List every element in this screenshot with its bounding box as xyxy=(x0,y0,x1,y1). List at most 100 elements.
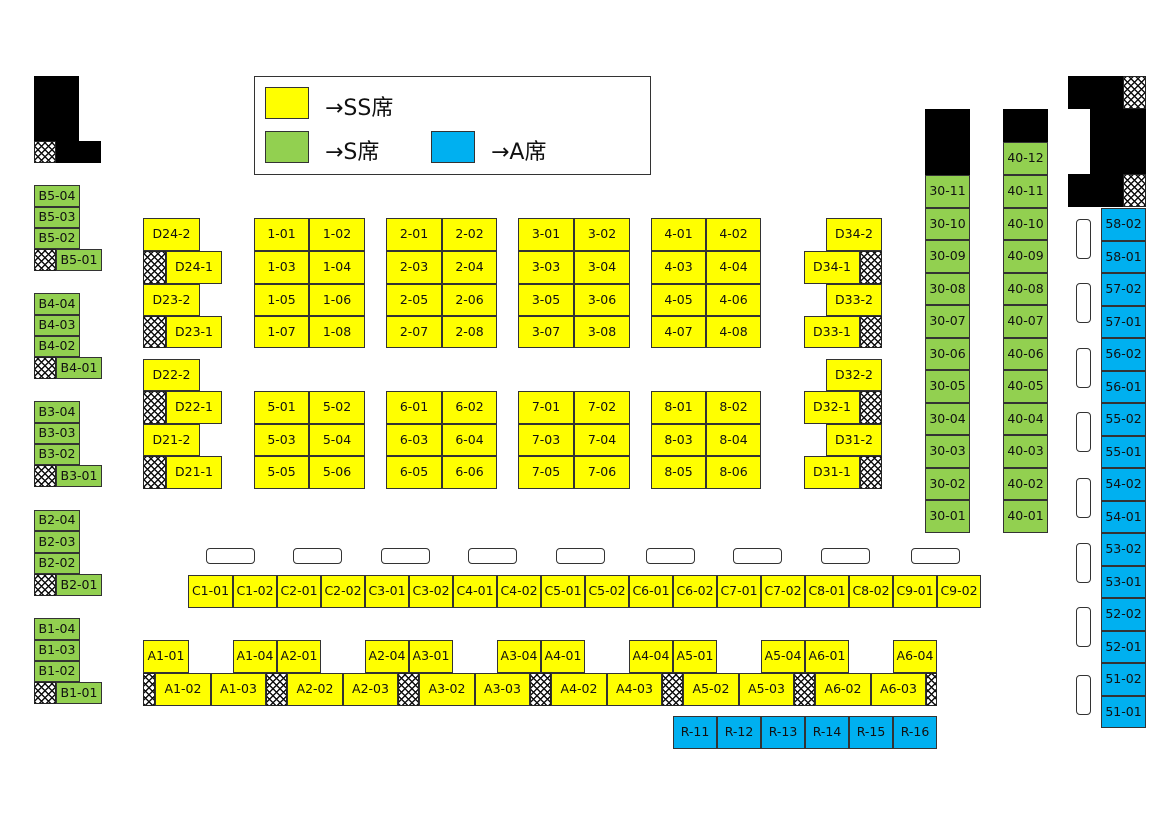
seat-a5-02[interactable]: A5-02 xyxy=(683,673,739,706)
seat-c8-02[interactable]: C8-02 xyxy=(849,575,893,608)
seat-r-14[interactable]: R-14 xyxy=(805,716,849,749)
seat-3-03[interactable]: 3-03 xyxy=(518,251,574,284)
seat-a1-04[interactable]: A1-04 xyxy=(233,640,277,673)
seat-d24-1[interactable]: D24-1 xyxy=(166,251,222,284)
seat-a5-03[interactable]: A5-03 xyxy=(739,673,794,706)
seat-c3-02[interactable]: C3-02 xyxy=(409,575,453,608)
seat-40-10[interactable]: 40-10 xyxy=(1003,208,1048,240)
seat-c1-01[interactable]: C1-01 xyxy=(188,575,233,608)
seat-30-04[interactable]: 30-04 xyxy=(925,403,970,435)
seat-1-04[interactable]: 1-04 xyxy=(309,251,365,284)
seat-7-01[interactable]: 7-01 xyxy=(518,391,574,424)
seat-3-07[interactable]: 3-07 xyxy=(518,316,574,348)
seat-d34-1[interactable]: D34-1 xyxy=(804,251,860,284)
seat-3-06[interactable]: 3-06 xyxy=(574,284,630,316)
seat-30-10[interactable]: 30-10 xyxy=(925,208,970,240)
seat-30-11[interactable]: 30-11 xyxy=(925,175,970,208)
seat-1-06[interactable]: 1-06 xyxy=(309,284,365,316)
seat-a3-03[interactable]: A3-03 xyxy=(475,673,530,706)
seat-6-02[interactable]: 6-02 xyxy=(442,391,497,424)
seat-30-08[interactable]: 30-08 xyxy=(925,273,970,305)
seat-b4-01[interactable]: B4-01 xyxy=(56,357,102,379)
seat-c4-02[interactable]: C4-02 xyxy=(497,575,541,608)
seat-4-04[interactable]: 4-04 xyxy=(706,251,761,284)
seat-b1-03[interactable]: B1-03 xyxy=(34,640,80,661)
seat-c6-02[interactable]: C6-02 xyxy=(673,575,717,608)
seat-a1-03[interactable]: A1-03 xyxy=(211,673,266,706)
seat-40-04[interactable]: 40-04 xyxy=(1003,403,1048,435)
seat-30-06[interactable]: 30-06 xyxy=(925,338,970,370)
seat-b2-02[interactable]: B2-02 xyxy=(34,553,80,574)
seat-56-02[interactable]: 56-02 xyxy=(1101,338,1146,371)
seat-51-01[interactable]: 51-01 xyxy=(1101,696,1146,728)
seat-6-04[interactable]: 6-04 xyxy=(442,424,497,456)
seat-c9-02[interactable]: C9-02 xyxy=(937,575,981,608)
seat-2-06[interactable]: 2-06 xyxy=(442,284,497,316)
seat-2-07[interactable]: 2-07 xyxy=(386,316,442,348)
seat-5-06[interactable]: 5-06 xyxy=(309,456,365,489)
seat-4-08[interactable]: 4-08 xyxy=(706,316,761,348)
seat-58-01[interactable]: 58-01 xyxy=(1101,241,1146,273)
seat-30-05[interactable]: 30-05 xyxy=(925,370,970,403)
seat-b5-03[interactable]: B5-03 xyxy=(34,207,80,228)
seat-c9-01[interactable]: C9-01 xyxy=(893,575,937,608)
seat-30-03[interactable]: 30-03 xyxy=(925,435,970,468)
seat-d22-2[interactable]: D22-2 xyxy=(143,359,200,391)
seat-55-02[interactable]: 55-02 xyxy=(1101,403,1146,436)
seat-7-03[interactable]: 7-03 xyxy=(518,424,574,456)
seat-3-04[interactable]: 3-04 xyxy=(574,251,630,284)
seat-a6-02[interactable]: A6-02 xyxy=(815,673,871,706)
seat-c8-01[interactable]: C8-01 xyxy=(805,575,849,608)
seat-5-02[interactable]: 5-02 xyxy=(309,391,365,424)
seat-7-02[interactable]: 7-02 xyxy=(574,391,630,424)
seat-40-08[interactable]: 40-08 xyxy=(1003,273,1048,305)
seat-d32-1[interactable]: D32-1 xyxy=(804,391,860,424)
seat-2-01[interactable]: 2-01 xyxy=(386,218,442,251)
seat-57-02[interactable]: 57-02 xyxy=(1101,273,1146,306)
seat-40-11[interactable]: 40-11 xyxy=(1003,175,1048,208)
seat-c5-01[interactable]: C5-01 xyxy=(541,575,585,608)
seat-2-04[interactable]: 2-04 xyxy=(442,251,497,284)
seat-b5-04[interactable]: B5-04 xyxy=(34,185,80,207)
seat-8-05[interactable]: 8-05 xyxy=(651,456,706,489)
seat-c2-01[interactable]: C2-01 xyxy=(277,575,321,608)
seat-6-06[interactable]: 6-06 xyxy=(442,456,497,489)
seat-5-03[interactable]: 5-03 xyxy=(254,424,309,456)
seat-d33-2[interactable]: D33-2 xyxy=(826,284,882,316)
seat-4-06[interactable]: 4-06 xyxy=(706,284,761,316)
seat-b2-03[interactable]: B2-03 xyxy=(34,531,80,553)
seat-3-02[interactable]: 3-02 xyxy=(574,218,630,251)
seat-5-04[interactable]: 5-04 xyxy=(309,424,365,456)
seat-7-04[interactable]: 7-04 xyxy=(574,424,630,456)
seat-1-01[interactable]: 1-01 xyxy=(254,218,309,251)
seat-a1-02[interactable]: A1-02 xyxy=(155,673,211,706)
seat-4-01[interactable]: 4-01 xyxy=(651,218,706,251)
seat-1-05[interactable]: 1-05 xyxy=(254,284,309,316)
seat-b5-02[interactable]: B5-02 xyxy=(34,228,80,249)
seat-c2-02[interactable]: C2-02 xyxy=(321,575,365,608)
seat-40-02[interactable]: 40-02 xyxy=(1003,468,1048,500)
seat-56-01[interactable]: 56-01 xyxy=(1101,371,1146,403)
seat-30-07[interactable]: 30-07 xyxy=(925,305,970,338)
seat-6-05[interactable]: 6-05 xyxy=(386,456,442,489)
seat-b3-03[interactable]: B3-03 xyxy=(34,423,80,444)
seat-2-03[interactable]: 2-03 xyxy=(386,251,442,284)
seat-d31-2[interactable]: D31-2 xyxy=(826,424,882,456)
seat-52-02[interactable]: 52-02 xyxy=(1101,598,1146,631)
seat-2-05[interactable]: 2-05 xyxy=(386,284,442,316)
seat-1-08[interactable]: 1-08 xyxy=(309,316,365,348)
seat-a4-01[interactable]: A4-01 xyxy=(541,640,585,673)
seat-c7-02[interactable]: C7-02 xyxy=(761,575,805,608)
seat-c4-01[interactable]: C4-01 xyxy=(453,575,497,608)
seat-a4-02[interactable]: A4-02 xyxy=(551,673,607,706)
seat-c3-01[interactable]: C3-01 xyxy=(365,575,409,608)
seat-3-08[interactable]: 3-08 xyxy=(574,316,630,348)
seat-d21-1[interactable]: D21-1 xyxy=(166,456,222,489)
seat-d24-2[interactable]: D24-2 xyxy=(143,218,200,251)
seat-1-03[interactable]: 1-03 xyxy=(254,251,309,284)
seat-d32-2[interactable]: D32-2 xyxy=(826,359,882,391)
seat-b4-04[interactable]: B4-04 xyxy=(34,293,80,315)
seat-d22-1[interactable]: D22-1 xyxy=(166,391,222,424)
seat-a4-03[interactable]: A4-03 xyxy=(607,673,662,706)
seat-c7-01[interactable]: C7-01 xyxy=(717,575,761,608)
